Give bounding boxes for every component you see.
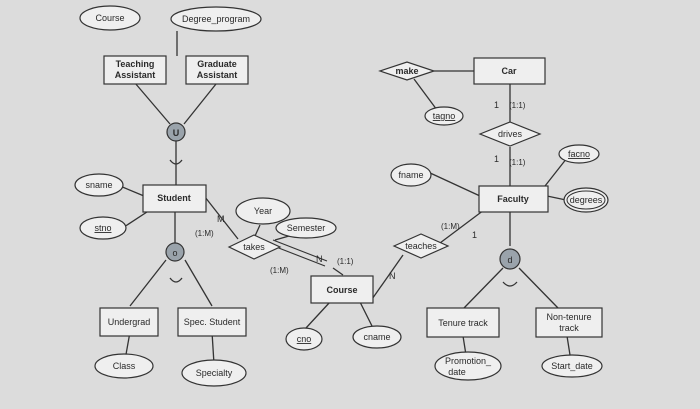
attr-cname: cname	[352, 325, 402, 349]
attr-fname: fname	[390, 163, 432, 187]
relationship-takes: takes	[227, 234, 282, 260]
attr-stno: stno	[79, 216, 127, 240]
attr-year: Year	[235, 197, 291, 225]
card-drives-car-ratio: (1:1)	[509, 101, 526, 110]
svg-text:cname: cname	[363, 332, 390, 342]
attr-facno: facno	[558, 144, 600, 164]
svg-text:Graduate: Graduate	[197, 59, 237, 69]
svg-text:Start_date: Start_date	[551, 361, 593, 371]
entity-non-tenure-track: Non-tenure track	[535, 307, 603, 338]
svg-text:track: track	[559, 323, 579, 333]
card-teaches-faculty-ratio: (1:M)	[441, 222, 460, 231]
svg-text:degrees: degrees	[570, 195, 603, 205]
svg-text:Specialty: Specialty	[196, 368, 233, 378]
overlap-circle: o	[165, 242, 185, 262]
svg-text:Course: Course	[326, 285, 357, 295]
card-takes-course: N	[316, 254, 323, 264]
card-takes-student: M	[217, 214, 225, 224]
attr-promotion-date: Promotion_ date	[434, 351, 502, 381]
attr-course-top: Course	[79, 5, 141, 31]
attr-specialty: Specialty	[181, 359, 247, 387]
entity-spec-student: Spec. Student	[177, 307, 247, 337]
attr-start-date: Start_date	[541, 354, 603, 378]
svg-text:Promotion_: Promotion_	[445, 356, 492, 366]
svg-text:Year: Year	[254, 206, 272, 216]
svg-text:U: U	[173, 128, 180, 138]
relationship-teaches: teaches	[392, 233, 450, 259]
attr-class: Class	[94, 353, 154, 379]
attr-tagno: tagno	[424, 106, 464, 126]
attr-semester: Semester	[275, 217, 337, 239]
card-teaches-course-ratio: (1:1)	[337, 257, 354, 266]
relationship-make: make	[378, 61, 436, 81]
svg-text:Spec. Student: Spec. Student	[184, 317, 241, 327]
entity-tenure-track: Tenure track	[426, 307, 500, 338]
svg-text:Assistant: Assistant	[197, 70, 238, 80]
card-takes-student-ratio: (1:M)	[195, 229, 214, 238]
svg-text:Course: Course	[95, 13, 124, 23]
svg-text:cno: cno	[297, 334, 312, 344]
svg-text:drives: drives	[498, 129, 523, 139]
entity-student: Student	[142, 184, 207, 213]
entity-car: Car	[473, 57, 546, 85]
cardinality-labels: M (1:M) N (1:M) N (1:1) 1 (1:M) 1 (1:1) …	[195, 100, 526, 281]
svg-text:Tenure track: Tenure track	[438, 318, 488, 328]
svg-text:o: o	[172, 248, 177, 258]
svg-text:Car: Car	[501, 66, 517, 76]
entity-faculty: Faculty	[478, 185, 549, 213]
svg-text:Non-tenure: Non-tenure	[546, 312, 591, 322]
card-teaches-faculty: 1	[472, 230, 477, 240]
card-takes-course-ratio: (1:M)	[270, 266, 289, 275]
attr-degrees: degrees	[563, 187, 609, 213]
svg-text:Semester: Semester	[287, 223, 326, 233]
connector-lines	[119, 31, 571, 365]
svg-text:d: d	[507, 255, 512, 265]
svg-text:stno: stno	[94, 223, 111, 233]
relationship-drives: drives	[478, 121, 542, 147]
svg-text:tagno: tagno	[433, 111, 456, 121]
card-drives-faculty: 1	[494, 154, 499, 164]
subset-symbols	[169, 159, 518, 287]
entity-teaching-assistant: Teaching Assistant	[103, 55, 167, 85]
svg-text:date: date	[448, 367, 466, 377]
svg-text:sname: sname	[85, 180, 112, 190]
entity-graduate-assistant: Graduate Assistant	[185, 55, 249, 85]
svg-text:takes: takes	[243, 242, 265, 252]
card-drives-car: 1	[494, 100, 499, 110]
attr-sname: sname	[74, 173, 124, 197]
svg-text:make: make	[395, 66, 418, 76]
svg-text:Undergrad: Undergrad	[108, 317, 151, 327]
attr-cno: cno	[285, 327, 323, 351]
svg-text:Assistant: Assistant	[115, 70, 156, 80]
svg-text:teaches: teaches	[405, 241, 437, 251]
union-circle: U	[166, 122, 186, 142]
entity-course: Course	[310, 275, 374, 304]
attr-degree-program: Degree_program	[170, 6, 262, 32]
svg-text:Teaching: Teaching	[116, 59, 155, 69]
entity-undergrad: Undergrad	[99, 307, 159, 337]
card-teaches-course: N	[389, 271, 396, 281]
disjoint-circle: d	[499, 248, 521, 270]
svg-text:fname: fname	[398, 170, 423, 180]
svg-text:Degree_program: Degree_program	[182, 14, 250, 24]
svg-text:Class: Class	[113, 361, 136, 371]
svg-text:Faculty: Faculty	[497, 194, 529, 204]
svg-text:Student: Student	[157, 193, 191, 203]
card-drives-faculty-ratio: (1:1)	[509, 158, 526, 167]
svg-text:facno: facno	[568, 149, 590, 159]
